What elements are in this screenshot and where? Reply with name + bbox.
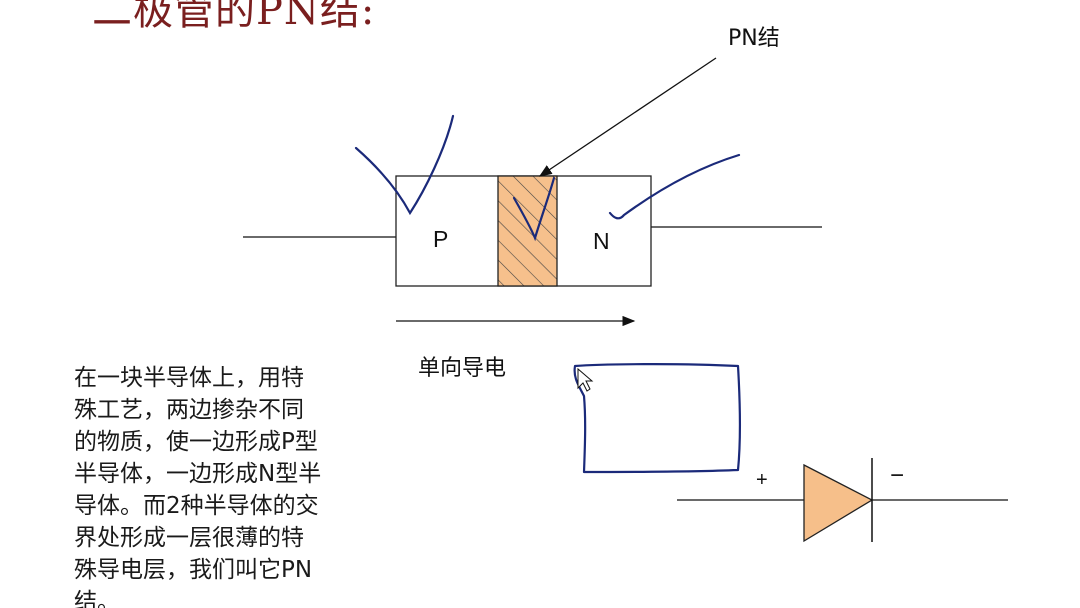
n-region-label: N (593, 228, 610, 254)
ink-drawn-box (573, 363, 741, 474)
mouse-cursor-icon (577, 367, 594, 392)
plus-label: + (756, 469, 768, 491)
ink-check-mark-n (608, 153, 741, 220)
pn-junction-pointer-arrow (538, 57, 717, 177)
p-region-label: P (433, 226, 448, 252)
slide-title: 二极管的PN结: (92, 0, 376, 34)
minus-label: − (890, 462, 904, 489)
junction-hatching (497, 175, 558, 287)
direction-label: 单向导电 (418, 356, 506, 381)
ink-check-mark-junction (512, 176, 556, 242)
pn-junction-label: PN结 (728, 26, 780, 51)
diode-triangle-icon (803, 463, 874, 543)
description-text: 在一块半导体上，用特 殊工艺，两边掺杂不同 的物质，使一边形成P型 半导体，一边… (74, 365, 322, 608)
ink-check-mark-p (354, 114, 455, 216)
